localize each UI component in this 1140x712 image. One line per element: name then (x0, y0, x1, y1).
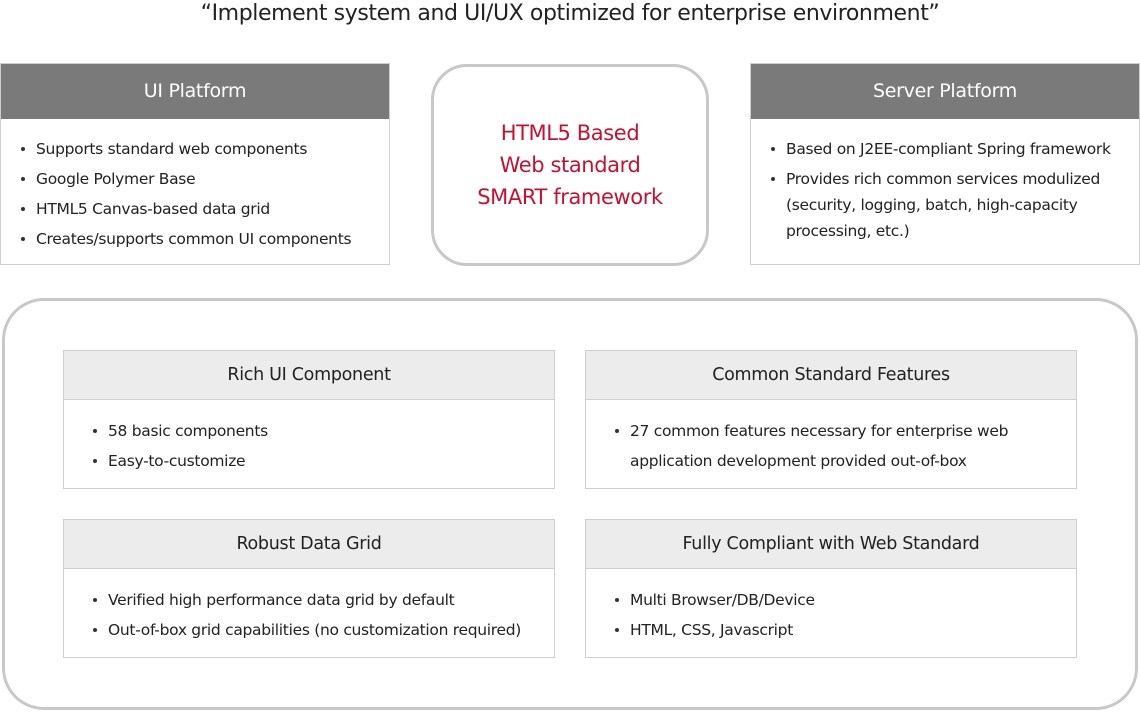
ui-platform-item: Creates/supports common UI components (21, 226, 381, 252)
server-platform-box: Server Platform Based on J2EE-compliant … (750, 63, 1140, 265)
feature-card-rich-ui: Rich UI Component 58 basic components Ea… (63, 350, 555, 489)
feature-title: Robust Data Grid (64, 520, 554, 569)
core-framework-box: HTML5 Based Web standard SMART framework (431, 64, 709, 266)
feature-item: HTML, CSS, Javascript (615, 615, 1068, 645)
server-platform-list: Based on J2EE-compliant Spring framework… (751, 119, 1139, 244)
feature-list: Multi Browser/DB/Device HTML, CSS, Javas… (586, 569, 1076, 645)
feature-card-common-standard: Common Standard Features 27 common featu… (585, 350, 1077, 489)
server-platform-item: Based on J2EE-compliant Spring framework (771, 136, 1131, 162)
feature-title: Common Standard Features (586, 351, 1076, 400)
core-line: SMART framework (477, 185, 663, 209)
feature-title: Rich UI Component (64, 351, 554, 400)
ui-platform-item: HTML5 Canvas-based data grid (21, 196, 381, 222)
feature-item: Verified high performance data grid by d… (93, 585, 546, 615)
ui-platform-item: Supports standard web components (21, 136, 381, 162)
feature-item: Multi Browser/DB/Device (615, 585, 1068, 615)
feature-list: 58 basic components Easy-to-customize (64, 400, 554, 476)
feature-title: Fully Compliant with Web Standard (586, 520, 1076, 569)
feature-list: 27 common features necessary for enterpr… (586, 400, 1076, 476)
feature-list: Verified high performance data grid by d… (64, 569, 554, 645)
feature-card-web-standard: Fully Compliant with Web Standard Multi … (585, 519, 1077, 658)
feature-item: 27 common features necessary for enterpr… (615, 416, 1068, 476)
ui-platform-item: Google Polymer Base (21, 166, 381, 192)
feature-item: 58 basic components (93, 416, 546, 446)
feature-item: Easy-to-customize (93, 446, 546, 476)
core-line: Web standard (499, 153, 641, 177)
server-platform-title: Server Platform (751, 64, 1139, 119)
ui-platform-list: Supports standard web components Google … (1, 119, 389, 252)
ui-platform-title: UI Platform (1, 64, 389, 119)
server-platform-item: Provides rich common services modulized … (771, 166, 1131, 244)
feature-card-data-grid: Robust Data Grid Verified high performan… (63, 519, 555, 658)
ui-platform-box: UI Platform Supports standard web compon… (0, 63, 390, 265)
feature-item: Out-of-box grid capabilities (no customi… (93, 615, 546, 645)
core-line: HTML5 Based (500, 121, 640, 145)
headline: “Implement system and UI/UX optimized fo… (200, 1, 940, 26)
